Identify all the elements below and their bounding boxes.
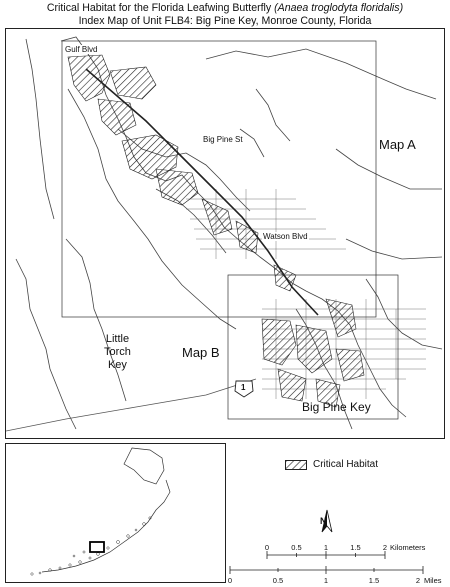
locator-inset-canvas: [30, 447, 171, 576]
km-tick-2: 1: [323, 543, 329, 552]
mi-tick-4: 2: [415, 576, 421, 585]
title-line-2: Index Map of Unit FLB4: Big Pine Key, Mo…: [78, 14, 372, 27]
north-arrow-icon: [321, 509, 333, 533]
map-a-label: Map A: [379, 137, 416, 152]
locator-inset: [5, 443, 226, 583]
place-label-little-torch-key: Little Torch Key: [104, 333, 131, 371]
mi-tick-2: 1: [323, 576, 329, 585]
map-title: Critical Habitat for the Florida Leafwin…: [0, 2, 450, 27]
north-label: N: [320, 516, 327, 526]
mi-tick-3: 1.5: [368, 576, 380, 585]
street-label-big-pine-st: Big Pine St: [202, 135, 244, 144]
km-tick-3: 1.5: [350, 543, 361, 552]
route-shield-graphic: [234, 380, 254, 398]
street-label-watson-blvd: Watson Blvd: [262, 232, 309, 241]
legend-label: Critical Habitat: [313, 459, 379, 470]
seven-mile-bridge: [6, 378, 257, 432]
mi-scale-bar: [229, 566, 424, 574]
map-a-boundary: [61, 40, 377, 318]
mi-tick-0: 0: [227, 576, 233, 585]
legend: Critical Habitat: [285, 459, 378, 470]
critical-habitat-areas: [67, 54, 365, 408]
street-label-gulf-blvd: Gulf Blvd: [64, 45, 99, 54]
title-line-1: Critical Habitat for the Florida Leafwin…: [46, 2, 404, 14]
route-shield-number: 1: [241, 383, 246, 392]
main-map-frame: Gulf Blvd Big Pine St Watson Blvd Map A …: [5, 28, 445, 439]
map-b-boundary: [227, 274, 399, 420]
north-arrow: N: [318, 508, 336, 539]
species-name: (Anaea troglodyta floridalis): [274, 2, 404, 14]
mi-unit-label: Miles: [424, 576, 442, 585]
map-b-label: Map B: [182, 345, 220, 360]
km-unit-label: Kilometers: [390, 543, 426, 552]
km-scale-bar: [266, 551, 386, 559]
main-map-canvas: [6, 36, 443, 432]
us-1-highway: [85, 68, 319, 316]
km-tick-4: 2: [382, 543, 388, 552]
index-map-boundaries: [61, 40, 399, 420]
locator-extent-box: [89, 541, 105, 553]
critical-habitat-swatch: [285, 459, 307, 470]
place-label-big-pine-key: Big Pine Key: [302, 400, 371, 414]
mi-tick-1: 0.5: [272, 576, 284, 585]
km-tick-1: 0.5: [291, 543, 302, 552]
km-tick-0: 0: [264, 543, 270, 552]
